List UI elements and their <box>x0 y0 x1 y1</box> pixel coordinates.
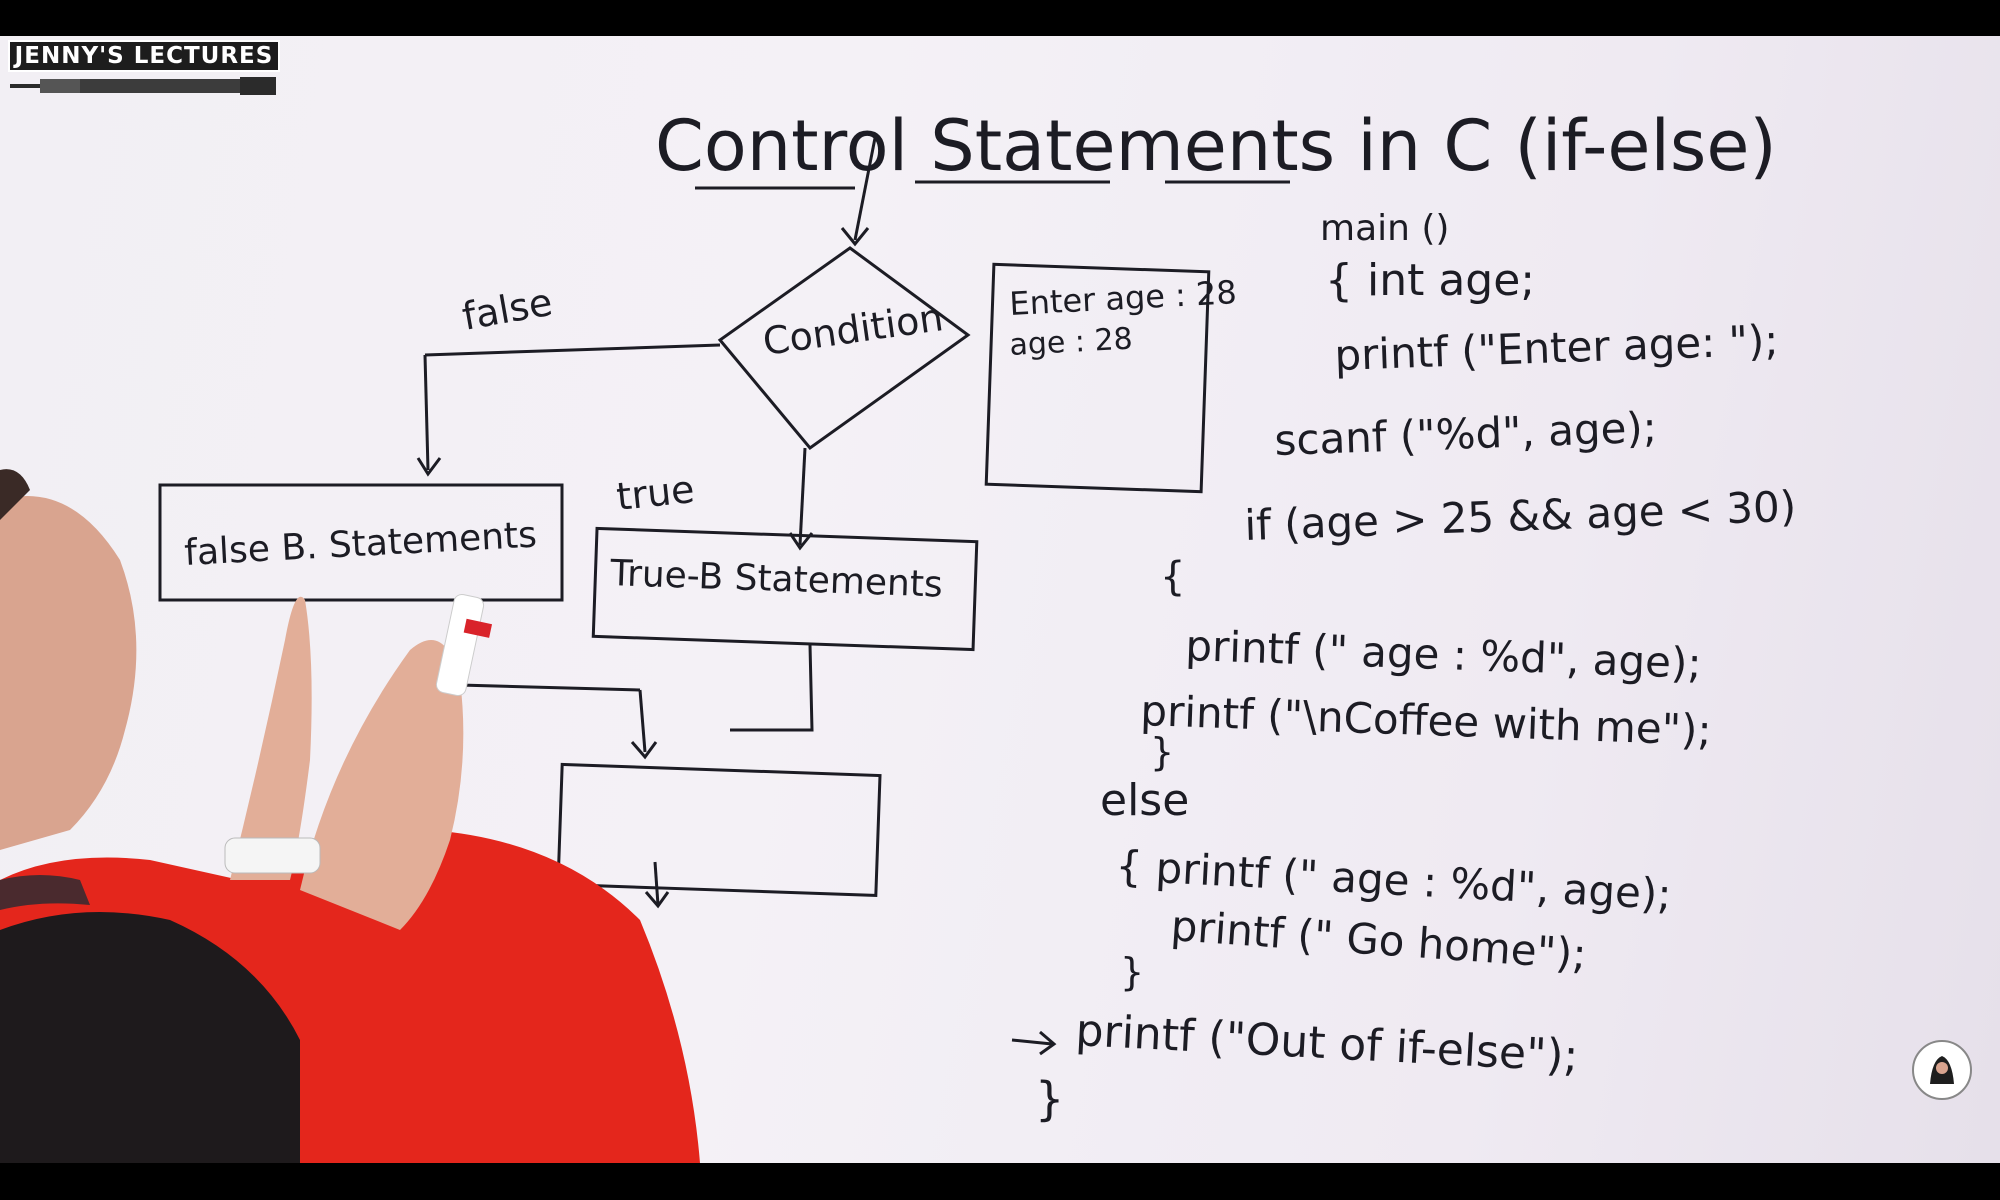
output-box-rect <box>984 262 1211 494</box>
next-arrow-head <box>644 891 670 909</box>
marker <box>435 593 485 697</box>
output-line-1: Enter age : 28 <box>1008 273 1237 323</box>
code-line-13: } <box>1120 950 1144 994</box>
whiteboard-drawing: Control Statements in C (if-else) <box>0 105 1797 1163</box>
right-hand <box>300 640 464 930</box>
marker-band <box>463 618 493 638</box>
false-block-rect <box>158 483 564 602</box>
false-branch-down <box>423 354 430 471</box>
left-hand <box>230 596 312 880</box>
true-block-rect <box>591 526 979 652</box>
true-block-label: True-B Statements <box>609 553 944 606</box>
false-arrow-head <box>416 457 442 477</box>
code-pointer-arrow <box>1011 1030 1057 1056</box>
channel-watermark-icon <box>1912 1040 1972 1100</box>
true-branch-line <box>798 447 807 546</box>
code-line-14: printf ("Out of if-else"); <box>1074 1005 1579 1082</box>
title-arrow-line <box>853 137 877 241</box>
board-title: Control Statements in C (if-else) <box>655 105 1777 187</box>
code-line-6: { <box>1160 554 1185 600</box>
code-line-8: printf ("\nCoffee with me"); <box>1140 686 1713 755</box>
true-label: true <box>614 467 696 519</box>
channel-logo: JENNY'S LECTURES <box>8 40 280 72</box>
face <box>0 496 137 850</box>
join-down-line <box>638 689 647 753</box>
presenter <box>0 469 700 1163</box>
pen-icon <box>10 77 276 95</box>
code-line-10: else <box>1100 775 1189 826</box>
false-label: false <box>459 280 556 339</box>
condition-label: Condition <box>760 295 946 364</box>
dark-scarf <box>0 912 300 1163</box>
flowchart <box>158 137 1211 909</box>
false-join-line <box>453 599 641 692</box>
hair <box>0 469 30 520</box>
code-line-5: if (age > 25 && age < 30) <box>1244 482 1797 550</box>
bottom-letterbox <box>0 1163 2000 1200</box>
next-down-line <box>653 861 660 906</box>
code-line-15: } <box>1035 1072 1064 1126</box>
code-line-7: printf (" age : %d", age); <box>1185 621 1703 688</box>
false-block-label: false B. Statements <box>183 515 538 574</box>
join-arrow-head <box>630 741 658 760</box>
collar <box>0 875 90 910</box>
output-line-2: age : 28 <box>1009 322 1134 363</box>
title-arrow-head <box>840 227 870 247</box>
true-arrow-head <box>788 532 814 551</box>
top-letterbox <box>0 0 2000 36</box>
code-line-3: printf ("Enter age: "); <box>1334 316 1780 380</box>
next-block-rect <box>556 762 882 898</box>
code-line-9: } <box>1150 730 1174 774</box>
condition-diamond <box>717 246 971 451</box>
code-line-12: printf (" Go home"); <box>1169 901 1588 979</box>
whiteboard: Control Statements in C (if-else) <box>0 36 2000 1163</box>
wristwatch <box>224 837 321 874</box>
code-line-2: { int age; <box>1325 255 1535 306</box>
code-line-1: main () <box>1320 208 1449 249</box>
false-branch-line <box>424 343 721 357</box>
true-join-line <box>730 644 814 732</box>
code-line-4: scanf ("%d", age); <box>1274 403 1658 465</box>
